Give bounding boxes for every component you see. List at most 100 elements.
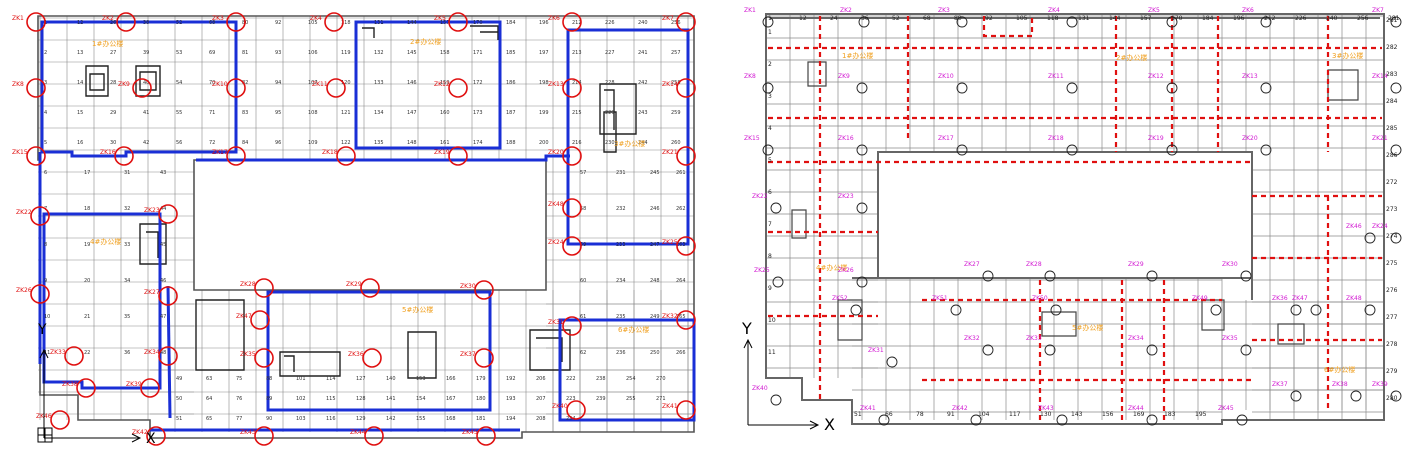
borehole-marker-circle [982, 270, 994, 282]
left-grid [38, 16, 694, 432]
borehole-marker-circle [856, 82, 868, 94]
zone-label: 4#办公楼 [816, 263, 847, 272]
grid-number: 200 [539, 140, 549, 146]
grid-number: 144 [1109, 15, 1121, 22]
borehole-marker-circle [474, 280, 494, 300]
borehole-marker-circle [1390, 16, 1402, 28]
grid-number: 121 [341, 110, 351, 116]
grid-number: 228 [605, 80, 615, 86]
grid-number: 240 [1326, 15, 1338, 22]
grid-number: 78 [916, 411, 924, 418]
grid-number: 31 [124, 170, 130, 176]
grid-number: 9 [44, 278, 47, 284]
grid-number: 197 [539, 50, 549, 56]
borehole-marker-label: ZK1 [12, 15, 24, 22]
borehole-marker-label: ZK22 [16, 209, 32, 216]
grid-number: 215 [572, 110, 582, 116]
borehole-marker-label: ZK34 [1128, 335, 1144, 342]
zone-label: 1#办公楼 [92, 39, 123, 48]
borehole-marker-circle [26, 146, 46, 166]
borehole-marker-label: ZK43 [240, 429, 256, 436]
borehole-marker-circle [762, 144, 774, 156]
grid-number: 83 [242, 110, 248, 116]
grid-number: 131 [374, 20, 384, 26]
grid-number: 226 [605, 20, 615, 26]
grid-number: 116 [326, 416, 336, 422]
zone-outline [196, 154, 570, 162]
grid-number: 53 [176, 50, 182, 56]
grid-number: 240 [638, 20, 648, 26]
zone-label: 1#办公楼 [842, 51, 873, 60]
borehole-marker-circle [362, 348, 382, 368]
room-detail [362, 25, 499, 40]
y-axis-label: Y [37, 322, 47, 338]
borehole-marker-label: ZK19 [1148, 135, 1164, 142]
room-detail [279, 351, 341, 377]
x-axis-label: X [824, 415, 835, 434]
grid-number: 54 [176, 80, 182, 86]
borehole-marker-label: ZK9 [838, 73, 850, 80]
grid-number: 47 [160, 314, 166, 320]
borehole-marker-circle [1390, 232, 1402, 244]
borehole-marker-circle [566, 400, 586, 420]
room-detail [85, 65, 109, 97]
grid-number: 249 [650, 314, 660, 320]
grid-number: 132 [374, 50, 384, 56]
borehole-marker-circle [26, 78, 46, 98]
borehole-marker-label: ZK5 [1148, 7, 1160, 14]
borehole-marker-circle [1390, 144, 1402, 156]
grid-number: 256 [1357, 15, 1369, 22]
room-detail [529, 329, 571, 371]
grid-number: 4 [768, 125, 772, 132]
grid-number: 157 [440, 20, 450, 26]
borehole-marker-label: ZK40 [752, 385, 768, 392]
borehole-marker-label: ZK43 [1038, 405, 1054, 412]
grid-number: 214 [572, 80, 582, 86]
grid-number: 84 [242, 140, 248, 146]
borehole-marker-circle [1146, 414, 1158, 426]
grid-number: 28 [110, 80, 116, 86]
grid-number: 141 [386, 396, 396, 402]
left-building-outline [38, 20, 696, 432]
zone-label: 3#办公楼 [614, 139, 645, 148]
borehole-marker-label: ZK23 [144, 207, 160, 214]
zone-label: 6#办公楼 [618, 325, 649, 334]
grid-number: 246 [650, 206, 660, 212]
borehole-marker-circle [1260, 82, 1272, 94]
room-detail [139, 223, 167, 265]
borehole-marker-label: ZK32 [964, 335, 980, 342]
borehole-marker-label: ZK17 [212, 149, 228, 156]
borehole-marker-circle [676, 400, 696, 420]
grid-number: 234 [616, 278, 626, 284]
grid-number: 38 [143, 20, 149, 26]
borehole-marker-label: ZK34 [144, 349, 160, 356]
right-zone-dashed-boundaries [768, 16, 1382, 420]
grid-number: 258 [671, 80, 681, 86]
grid-number: 278 [1386, 341, 1398, 348]
grid-number: 146 [407, 80, 417, 86]
grid-number: 29 [110, 110, 116, 116]
borehole-marker-label: ZK18 [1048, 135, 1064, 142]
grid-number: 117 [1009, 411, 1021, 418]
borehole-marker-label: ZK8 [744, 73, 756, 80]
grid-number: 48 [160, 350, 166, 356]
room-detail [603, 111, 617, 153]
grid-number: 82 [242, 80, 248, 86]
grid-number: 33 [124, 242, 130, 248]
borehole-marker-label: ZK17 [938, 135, 954, 142]
grid-number: 22 [84, 350, 90, 356]
grid-number: 118 [341, 20, 351, 26]
borehole-marker-label: ZK44 [1128, 405, 1144, 412]
grid-number: 75 [236, 376, 242, 382]
grid-number: 34 [124, 278, 130, 284]
borehole-marker-label: ZK15 [12, 149, 28, 156]
grid-number: 281 [1386, 17, 1398, 24]
grid-number: 216 [572, 140, 582, 146]
grid-number: 46 [160, 278, 166, 284]
courtyard [880, 156, 1250, 274]
borehole-marker-label: ZK29 [346, 281, 362, 288]
grid-number: 158 [440, 50, 450, 56]
grid-number: 173 [473, 110, 483, 116]
